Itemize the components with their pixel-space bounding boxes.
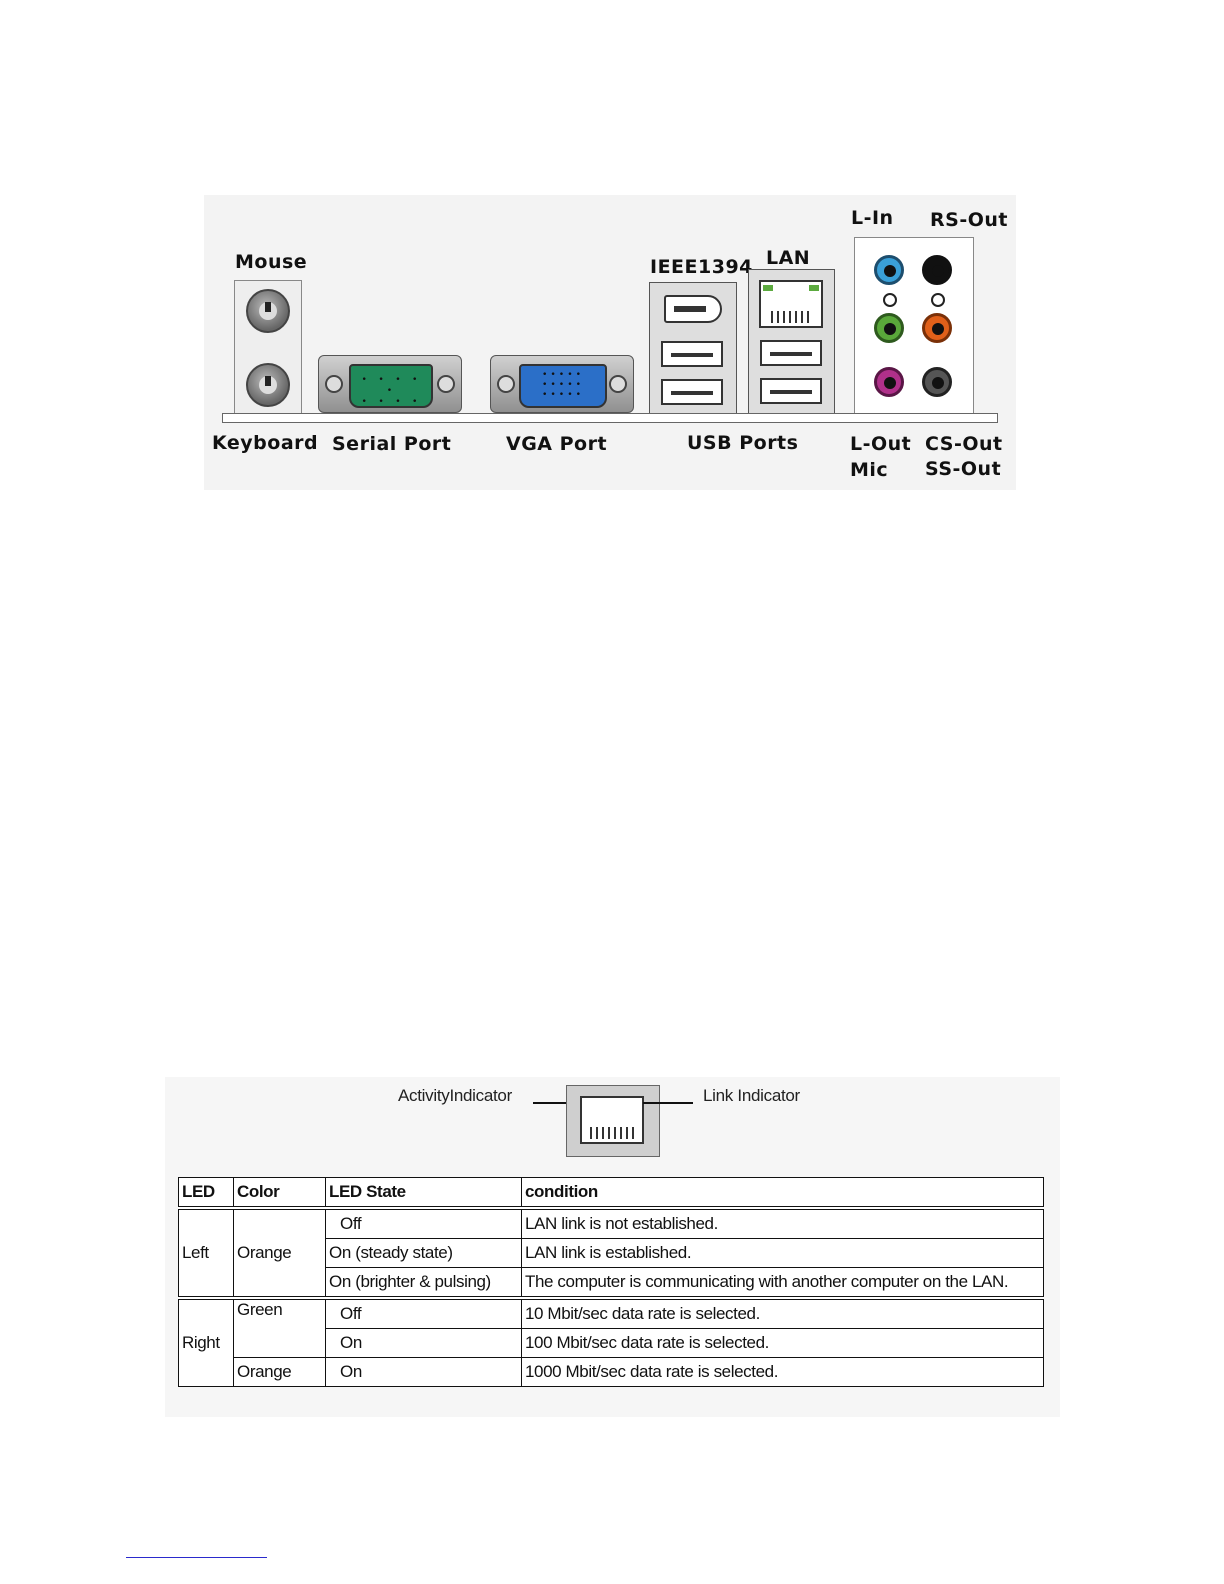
activity-indicator-label: ActivityIndicator [398, 1086, 512, 1105]
serial-shell: • • • • •• • • • [349, 364, 433, 408]
condition-cell: 10 Mbit/sec data rate is selected. [521, 1296, 1044, 1329]
table-row: Right Green Off 10 Mbit/sec data rate is… [178, 1296, 1044, 1387]
firewire-port-icon [664, 295, 722, 323]
line-in-label: L-In [851, 207, 894, 229]
line-in-jack-icon [874, 255, 904, 285]
screw-icon [497, 375, 515, 393]
condition-cell: LAN link is established. [521, 1238, 1044, 1268]
serial-pins: • • • • •• • • • [361, 375, 421, 407]
usb-port-icon [661, 379, 723, 405]
rear-out-jack-icon [922, 255, 952, 285]
usb-port-icon [760, 378, 822, 404]
usb-port-icon [760, 340, 822, 366]
led-right-cell: Right [178, 1296, 234, 1387]
condition-cell: 100 Mbit/sec data rate is selected. [521, 1328, 1044, 1358]
side-out-label: SS-Out [925, 458, 1002, 480]
led-hole-icon [931, 293, 945, 307]
keyboard-port-icon [246, 363, 290, 407]
state-cell: Off [325, 1296, 522, 1329]
link-indicator-label: Link Indicator [703, 1086, 800, 1105]
state-cell: On (steady state) [325, 1238, 522, 1268]
screw-icon [437, 375, 455, 393]
table-header-row: LED Color LED State condition [178, 1177, 1044, 1209]
condition-cell: The computer is communicating with anoth… [521, 1267, 1044, 1299]
table-row: On (steady state) LAN link is establishe… [179, 1238, 1044, 1268]
lan-led-left [763, 285, 773, 291]
led-indicator-figure: ActivityIndicator Link Indicator LED Col… [165, 1077, 1060, 1417]
table-row: Orange On 1000 Mbit/sec data rate is sel… [179, 1357, 1044, 1387]
table-row: On (brighter & pulsing) The computer is … [179, 1267, 1044, 1299]
screw-icon [325, 375, 343, 393]
line-out-jack-icon [874, 313, 904, 343]
table-row: Left Orange Off LAN link is not establis… [178, 1206, 1044, 1299]
mic-jack-icon [874, 367, 904, 397]
footer-rule [126, 1557, 267, 1558]
serial-port-label: Serial Port [332, 433, 452, 455]
header-led: LED [178, 1177, 234, 1209]
usb-ports-label: USB Ports [687, 432, 799, 454]
vga-pins: ••••••••••••••• [541, 370, 585, 400]
serial-port-icon: • • • • •• • • • [318, 355, 462, 413]
link-leader-line [643, 1102, 693, 1104]
side-out-jack-icon [922, 367, 952, 397]
state-cell: On [325, 1328, 522, 1358]
audio-jacks [854, 237, 974, 415]
right-orange-cell: Orange [233, 1357, 326, 1387]
left-color-cell: Orange [233, 1206, 326, 1299]
vga-port-icon: ••••••••••••••• [490, 355, 634, 413]
led-left-cell: Left [178, 1206, 234, 1299]
line-out-label: L-Out [850, 433, 912, 455]
lan-led-right [809, 285, 819, 291]
usb-port-icon [661, 341, 723, 367]
condition-cell: LAN link is not established. [521, 1206, 1044, 1239]
vga-port-label: VGA Port [506, 433, 608, 455]
lan-jack-icon [566, 1085, 660, 1157]
center-out-jack-icon [922, 313, 952, 343]
header-condition: condition [521, 1177, 1044, 1209]
led-status-table: LED Color LED State condition Left Orang… [178, 1177, 1044, 1387]
state-cell: Off [325, 1206, 522, 1239]
lan-port-icon [759, 280, 823, 328]
header-led-state: LED State [325, 1177, 522, 1209]
header-color: Color [233, 1177, 326, 1209]
lan-label: LAN [766, 247, 811, 269]
table-row: On 100 Mbit/sec data rate is selected. [179, 1328, 1044, 1358]
right-green-cell: Green [233, 1296, 326, 1358]
mouse-label: Mouse [235, 251, 308, 273]
state-cell: On (brighter & pulsing) [325, 1267, 522, 1299]
mic-label: Mic [850, 459, 889, 481]
vga-shell: ••••••••••••••• [519, 364, 607, 408]
rear-out-label: RS-Out [930, 209, 1008, 231]
panel-baseline [222, 413, 998, 423]
lan-jack-socket [580, 1096, 644, 1144]
lan-usb-stack [748, 269, 835, 414]
back-panel-figure: Mouse IEEE1394 LAN L-In RS-Out • • • • •… [204, 195, 1016, 490]
lan-jack-pins [590, 1127, 634, 1139]
lan-pins [771, 311, 811, 323]
mouse-port-icon [246, 289, 290, 333]
center-out-label: CS-Out [925, 433, 1003, 455]
screw-icon [609, 375, 627, 393]
led-hole-icon [883, 293, 897, 307]
activity-leader-line [533, 1102, 583, 1104]
firewire-usb-stack [649, 282, 737, 414]
ps2-ports [234, 280, 302, 414]
condition-cell: 1000 Mbit/sec data rate is selected. [521, 1357, 1044, 1387]
keyboard-label: Keyboard [212, 432, 319, 454]
state-cell: On [325, 1357, 522, 1387]
ieee1394-label: IEEE1394 [650, 256, 753, 278]
